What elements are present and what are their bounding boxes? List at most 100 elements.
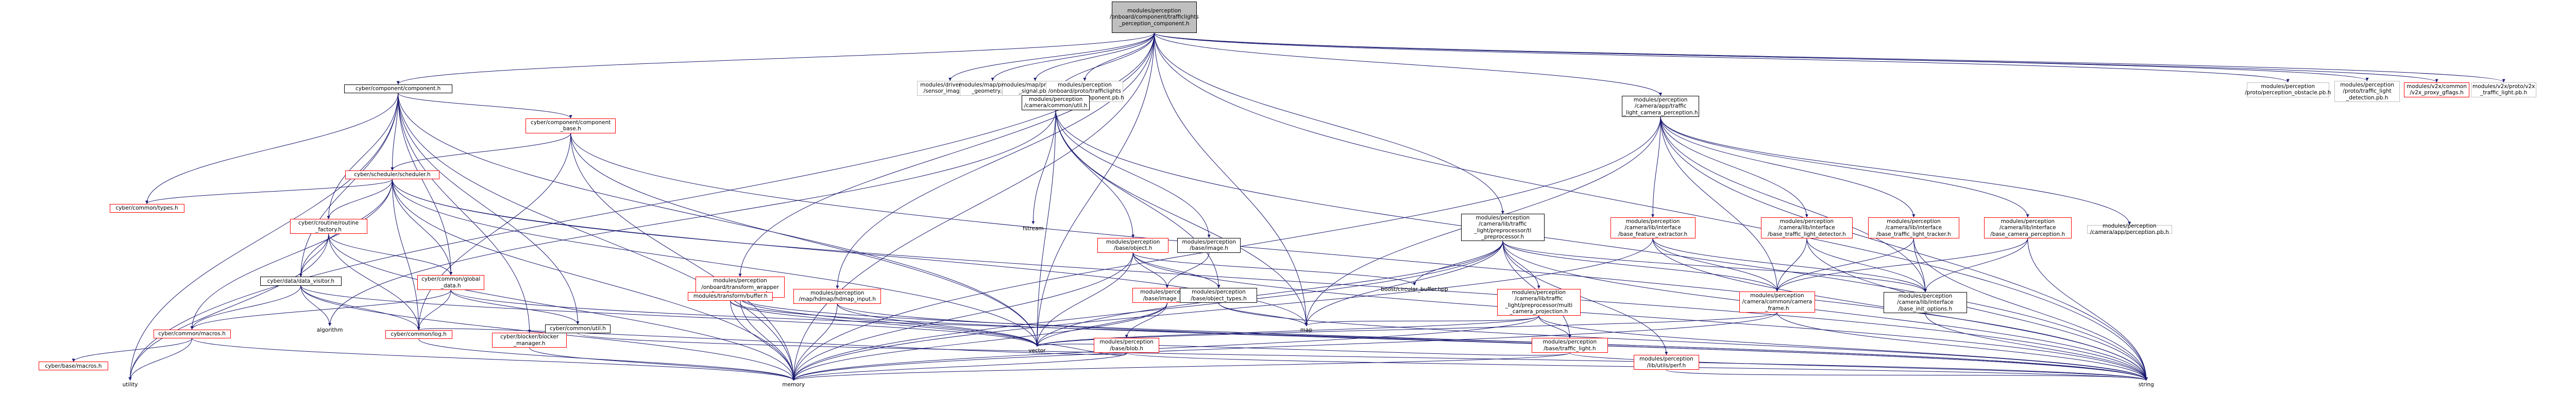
node-map[interactable]: map: [1300, 327, 1313, 334]
edge-base-tl-detector-to-camera-frame: [1775, 238, 1807, 292]
edge-data-visitor-to-common-macros: [190, 285, 301, 330]
edge-cyber-component-to-vector: [398, 93, 1039, 347]
edge-root-to-v2x-traffic-light: [1154, 32, 2505, 82]
edge-tl-camera-perception-to-camera-app-perception-pb: [1660, 116, 2131, 225]
edge-multi-camera-projection-to-vector: [1036, 315, 1539, 347]
edge-root-to-vector: [1035, 32, 1155, 347]
node-v2x-traffic-light[interactable]: modules/v2x/proto/v2x _traffic_light.pb.…: [2470, 82, 2537, 97]
edge-root-to-tl-component-pb: [1083, 32, 1155, 81]
edge-base-tl-tracker-to-base-init-options: [1913, 238, 1927, 293]
edge-base-camera-perception-to-camera-frame: [1775, 238, 2028, 292]
edge-image-8u-to-base-blob: [1125, 303, 1167, 338]
edge-cyber-component-to-data-visitor: [299, 93, 399, 277]
edge-root-to-tl-camera-perception: [1154, 32, 1663, 96]
edge-base-object-to-object-types: [1132, 252, 1221, 288]
node-base-feature-extractor[interactable]: modules/perception /camera/lib/interface…: [1610, 217, 1696, 238]
edge-tl-camera-perception-to-base-init-options: [1660, 116, 1927, 293]
node-common-types[interactable]: cyber/common/types.h: [109, 203, 184, 213]
node-traffic-light-h[interactable]: modules/perception /base/traffic_light.h: [1532, 338, 1608, 353]
node-base-macros[interactable]: cyber/base/macros.h: [39, 362, 109, 371]
edge-tl-camera-perception-to-base-tl-tracker: [1660, 116, 1916, 218]
node-base-tl-detector[interactable]: modules/perception /camera/lib/interface…: [1761, 217, 1853, 238]
edge-transform-buffer-to-memory: [730, 301, 795, 381]
edge-tl-camera-perception-to-string: [1660, 116, 2148, 381]
node-utility[interactable]: utility: [122, 381, 138, 388]
node-base-blob[interactable]: modules/perception /base/blob.h: [1093, 338, 1160, 353]
node-object-types[interactable]: modules/perception /base/object_types.h: [1180, 288, 1258, 303]
node-multi-camera-projection[interactable]: modules/perception /camera/lib/traffic _…: [1497, 288, 1581, 316]
node-traffic-light-detection[interactable]: modules/perception /proto/traffic_light …: [2334, 80, 2400, 102]
node-base-init-options[interactable]: modules/perception /camera/lib/interface…: [1883, 292, 1968, 314]
edge-camera-common-util-to-base-image: [1055, 110, 1211, 238]
edge-tl-camera-perception-to-base-feature-extractor: [1651, 116, 1661, 218]
edge-multi-camera-projection-to-memory: [792, 316, 1539, 381]
edge-base-tl-detector-to-base-init-options: [1806, 238, 1927, 293]
node-algorithm[interactable]: algorithm: [316, 327, 343, 334]
edge-camera-common-util-to-string: [1055, 110, 2148, 381]
node-global-data[interactable]: cyber/common/global _data.h: [417, 275, 485, 290]
edge-base-object-to-string: [1132, 252, 2148, 381]
node-root[interactable]: modules/perception /onboard/component/tr…: [1110, 2, 1199, 33]
edge-base-tl-tracker-to-camera-frame: [1775, 238, 1914, 292]
node-routine-factory[interactable]: cyber/croutine/routine _factory.h: [290, 219, 367, 234]
edge-camera-common-util-to-algorithm: [328, 110, 1056, 327]
node-data-visitor[interactable]: cyber/data/data_visitor.h: [260, 277, 342, 286]
edge-camera-frame-to-string: [1776, 312, 2148, 381]
node-cyber-component[interactable]: cyber/component/component.h: [344, 84, 452, 93]
node-camera-app-perception-pb[interactable]: modules/perception /camera/app/perceptio…: [2087, 223, 2172, 235]
node-v2x-proxy-gflags[interactable]: modules/v2x/common /v2x_proxy_gflags.h: [2403, 82, 2470, 97]
edge-scheduler-to-common-log: [392, 179, 420, 331]
node-fstream[interactable]: fstream: [1023, 225, 1044, 232]
edge-object-types-to-map: [1218, 303, 1308, 327]
node-vector[interactable]: vector: [1028, 347, 1046, 354]
edge-perf-h-to-string: [1666, 369, 2148, 381]
node-base-image[interactable]: modules/perception /base/image.h: [1177, 237, 1241, 253]
edge-scheduler-to-vector: [392, 179, 1039, 347]
edge-cyber-component-to-memory: [398, 93, 795, 381]
edge-root-to-v2x-proxy-gflags: [1154, 32, 2438, 82]
edge-multi-camera-projection-to-traffic-light-h: [1538, 316, 1571, 338]
edge-root-to-map: [1154, 32, 1308, 327]
edge-transform-wrapper-to-memory: [740, 298, 795, 381]
edge-traffic-light-h-to-memory: [792, 352, 1570, 381]
edge-tl-preprocessor-to-perf-h: [1502, 241, 1668, 355]
node-base-camera-perception[interactable]: modules/perception /camera/lib/interface…: [1984, 217, 2072, 238]
edge-global-data-to-common-util: [450, 290, 580, 324]
edge-scheduler-to-memory: [392, 179, 795, 381]
node-camera-frame[interactable]: modules/perception /camera/common/camera…: [1739, 291, 1816, 313]
edge-base-feature-extractor-to-memory: [792, 238, 1653, 381]
node-base-object[interactable]: modules/perception /base/object.h: [1097, 237, 1168, 253]
edge-traffic-light-h-to-string: [1569, 352, 2148, 381]
node-base-tl-tracker[interactable]: modules/perception /camera/lib/interface…: [1868, 217, 1960, 238]
node-transform-buffer[interactable]: modules/transform/buffer.h: [688, 292, 773, 301]
edge-data-visitor-to-vector: [300, 285, 1039, 347]
node-camera-common-util[interactable]: modules/perception /camera/common/util.h: [1021, 95, 1090, 110]
node-common-macros[interactable]: cyber/common/macros.h: [153, 329, 231, 338]
edge-root-to-cyber-component: [396, 32, 1155, 84]
edge-cyber-component-to-blocker-manager: [398, 93, 531, 333]
edge-base-feature-extractor-to-camera-frame: [1652, 238, 1779, 292]
edge-root-to-memory: [792, 32, 1155, 381]
edge-transform-wrapper-to-string: [740, 298, 2148, 381]
node-hdmap-input[interactable]: modules/perception /map/hdmap/hdmap_inpu…: [793, 288, 882, 304]
edge-scheduler-to-routine-factory: [327, 179, 393, 219]
node-common-util[interactable]: cyber/common/util.h: [545, 324, 611, 333]
edge-routine-factory-to-global-data: [328, 234, 453, 276]
node-common-log[interactable]: cyber/common/log.h: [385, 330, 452, 339]
node-perf-h[interactable]: modules/perception /lib/utils/perf.h: [1633, 355, 1700, 370]
node-perception-obstacle[interactable]: modules/perception /proto/perception_obs…: [2245, 82, 2331, 97]
node-memory[interactable]: memory: [782, 381, 805, 388]
node-circular-buffer[interactable]: boost/circular_buffer.hpp: [1381, 286, 1448, 293]
edge-global-data-to-common-log: [417, 290, 451, 331]
edge-routine-factory-to-utility: [128, 234, 329, 381]
node-string[interactable]: string: [2138, 381, 2154, 388]
edge-base-object-to-image-8u: [1132, 252, 1169, 288]
node-component-base[interactable]: cyber/component/component _base.h: [526, 118, 616, 133]
edge-hdmap-input-to-vector: [837, 303, 1039, 347]
node-scheduler[interactable]: cyber/scheduler/scheduler.h: [345, 170, 439, 180]
node-tl-camera-perception[interactable]: modules/perception /camera/app/traffic _…: [1622, 95, 1700, 117]
node-tl-preprocessor[interactable]: modules/perception /camera/lib/traffic _…: [1461, 214, 1545, 242]
node-blocker-manager[interactable]: cyber/blocker/blocker _manager.h: [492, 333, 567, 348]
edge-base-object-to-vector: [1035, 252, 1133, 347]
edge-scheduler-to-common-types: [145, 179, 393, 204]
